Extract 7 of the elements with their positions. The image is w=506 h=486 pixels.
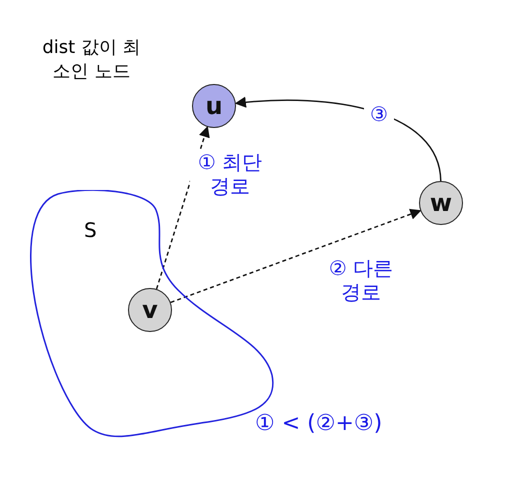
dashed-arrow	[170, 208, 422, 304]
region-label: S	[84, 218, 97, 242]
node-circle: u	[192, 84, 236, 128]
node-circle: v	[128, 288, 172, 332]
node-circle: w	[419, 181, 463, 225]
inequality-note: ① < (②+③)	[255, 412, 382, 436]
node-caption: dist 값이 최소인 노드	[41, 36, 142, 84]
